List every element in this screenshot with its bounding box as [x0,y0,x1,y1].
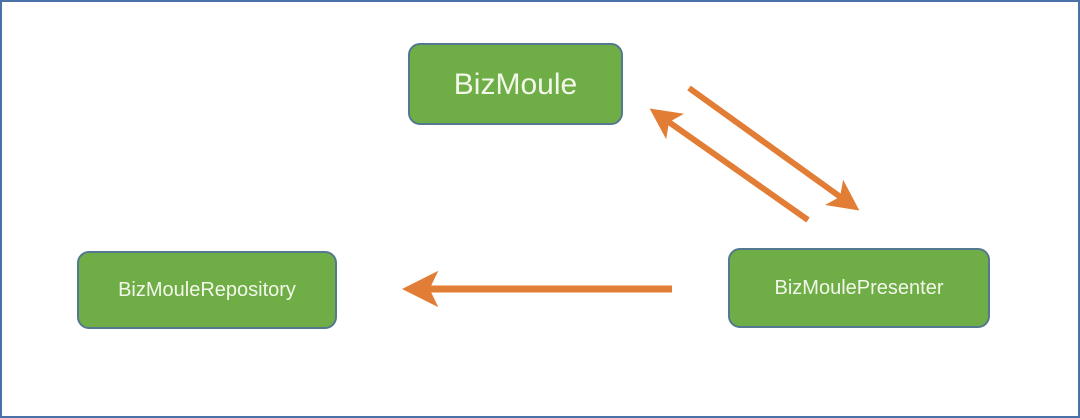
node-bizmoule-label: BizMoule [453,67,578,101]
arrow-bizmoule-to-presenter [687,85,860,211]
node-bizmoule-presenter-label: BizMoulePresenter [774,277,944,299]
node-bizmoule-repository-label: BizMouleRepository [118,279,296,301]
arrow-presenter-to-bizmoule [649,108,810,223]
node-bizmoule-presenter[interactable]: BizMoulePresenter [728,248,990,328]
node-bizmoule[interactable]: BizMoule [408,43,623,125]
node-bizmoule-repository[interactable]: BizMouleRepository [77,251,337,329]
